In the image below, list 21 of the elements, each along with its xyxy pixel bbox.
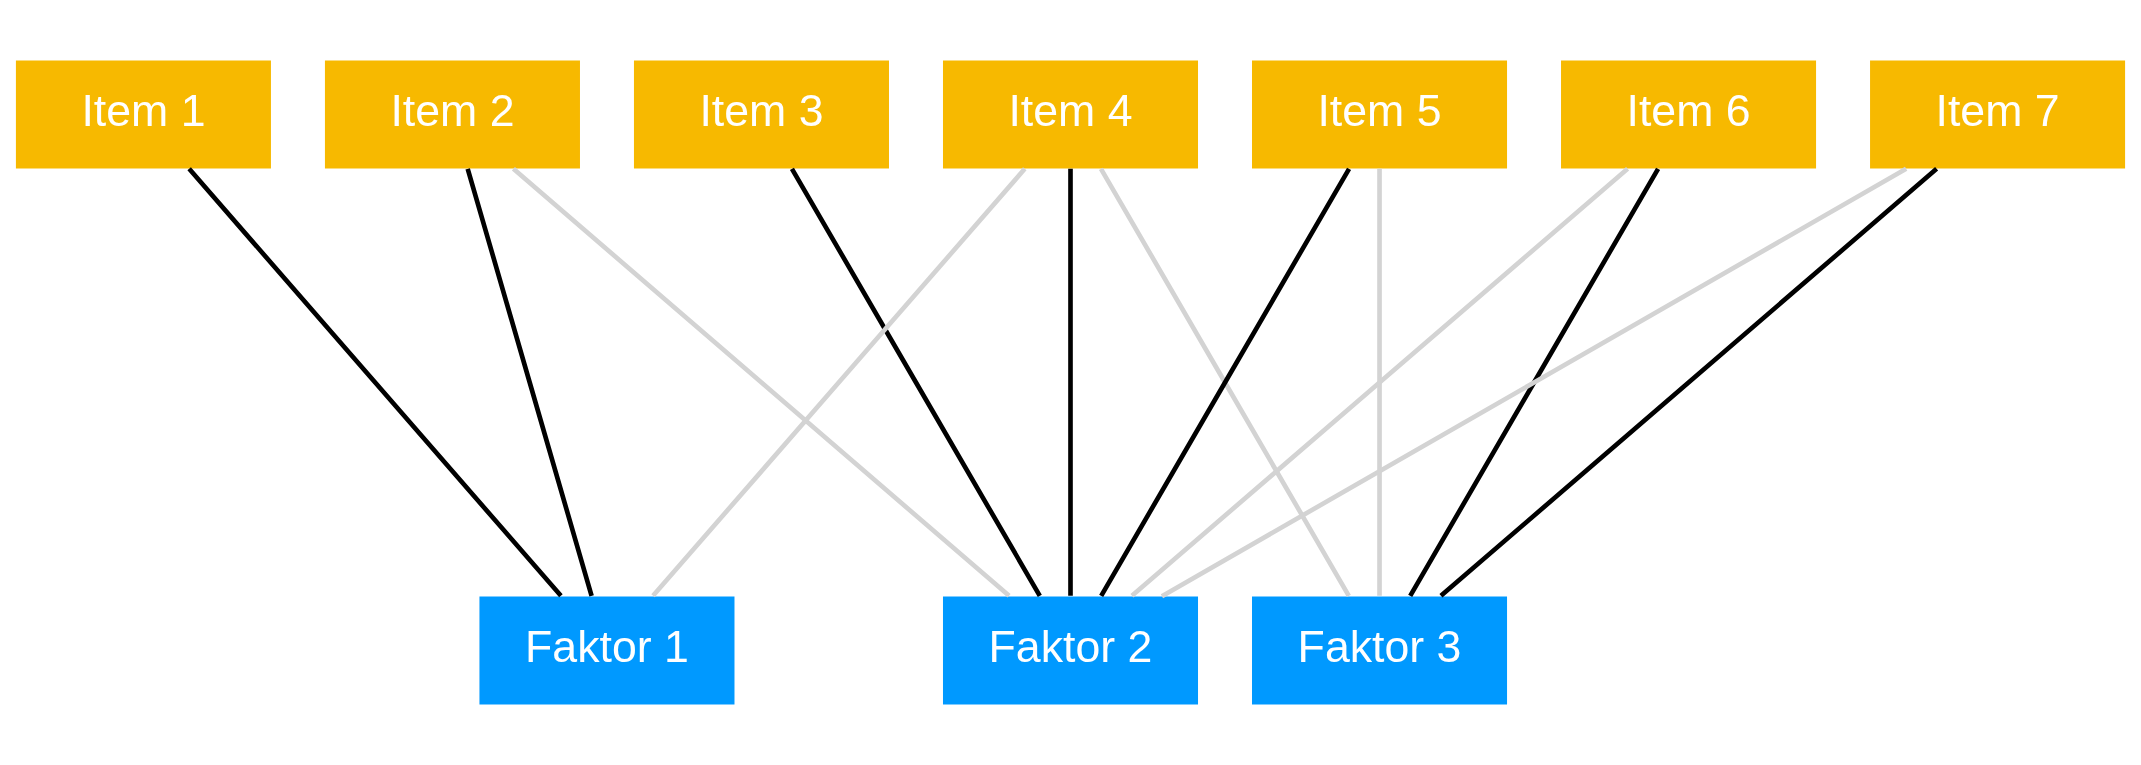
connector — [1068, 168, 1073, 596]
connector — [1408, 167, 1661, 597]
node-box: Item 2 — [324, 60, 580, 169]
node-box: Item 6 — [1561, 60, 1817, 169]
connector — [1377, 168, 1382, 596]
connector — [465, 168, 594, 597]
connector — [187, 167, 563, 598]
node-box: Faktor 1 — [479, 596, 735, 705]
node-box: Faktor 2 — [943, 596, 1198, 705]
node-box: Item 7 — [1870, 60, 2126, 169]
connector — [651, 167, 1027, 598]
connector — [1130, 167, 1630, 598]
node-box: Item 3 — [633, 60, 889, 169]
connector — [1160, 166, 1908, 599]
connector — [511, 167, 1011, 598]
node-box: Faktor 3 — [1252, 596, 1508, 705]
connector — [789, 167, 1042, 597]
node-box: Item 1 — [15, 60, 271, 169]
connector — [1439, 167, 1939, 598]
node-box: Item 5 — [1252, 60, 1508, 169]
node-box: Item 4 — [943, 60, 1198, 169]
